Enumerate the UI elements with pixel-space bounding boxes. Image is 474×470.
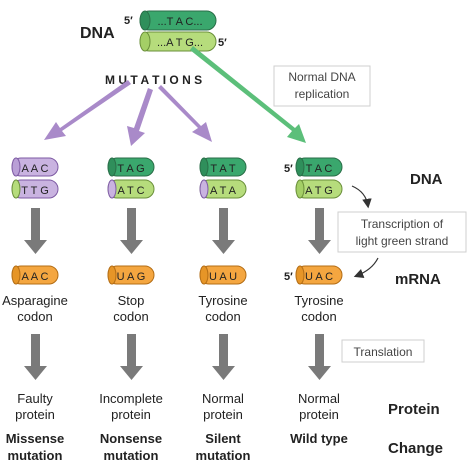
top-dna-strand-dark: ...T A C...: [139, 10, 217, 31]
column-4-change-line1: Wild type: [290, 431, 348, 446]
transcription-curve-arrow-2: [353, 257, 379, 278]
normal-replication-box: Normal DNA replication: [273, 65, 371, 107]
column-1-protein-line2: protein: [15, 407, 55, 422]
column-2-codon-line2: codon: [113, 309, 148, 324]
column-2-mrna: U A G: [107, 265, 155, 285]
column-3-change-line1: Silent: [205, 431, 241, 446]
column-3-protein-line2: protein: [203, 407, 243, 422]
row-label-mrna: mRNA: [395, 271, 441, 288]
column-4-mrna: 5′ U A C: [284, 265, 343, 285]
column-4-prime5: 5′: [284, 163, 293, 175]
column-4-codon-line1: Tyrosine: [294, 293, 343, 308]
mutation-arrows: [44, 80, 212, 146]
column-4-mrna-prime5: 5′: [284, 271, 293, 283]
codon-labels: Asparagine codon Stop codon Tyrosine cod…: [2, 293, 343, 324]
column-3-dna-top: T A T: [210, 163, 236, 175]
column-4-codon-line2: codon: [301, 309, 336, 324]
row-label-change: Change: [388, 440, 443, 457]
column-3-change-line2: mutation: [196, 448, 251, 463]
transcription-line2: light green strand: [356, 234, 449, 248]
column-3-mrna: U A U: [199, 265, 247, 285]
top-strand-top-text: ...T A C...: [157, 16, 202, 28]
column-1-change-line1: Missense: [6, 431, 65, 446]
column-1-mrna: A A C: [11, 265, 59, 285]
column-2-change-line2: mutation: [104, 448, 159, 463]
replication-arrow: [190, 46, 306, 143]
column-3-codon-line2: codon: [205, 309, 240, 324]
column-1-codon-line2: codon: [17, 309, 52, 324]
column-2-mrna-text: U A G: [117, 271, 146, 283]
column-4-protein-line1: Normal: [298, 391, 340, 406]
top-prime5-bottom-label: 5′: [218, 37, 227, 49]
column-4-dna-bottom: A T G: [305, 185, 333, 197]
row-label-dna: DNA: [410, 171, 443, 188]
top-prime5-label: 5′: [124, 15, 133, 27]
column-4-mrna-text: U A C: [305, 271, 333, 283]
normal-replication-line2: replication: [295, 87, 350, 101]
mutation-arrow-3: [158, 85, 212, 142]
column-3-mrna-text: U A U: [209, 271, 237, 283]
mutation-arrow-1: [44, 80, 131, 140]
top-dna-strand-light: ...A T G...: [139, 31, 217, 52]
column-4-dna: 5′ T A C A T G: [284, 157, 343, 199]
column-1-dna-bottom: T T G: [21, 185, 49, 197]
column-2-dna: T A G A T C: [107, 157, 155, 199]
column-3-dna-bottom: A T A: [210, 185, 237, 197]
transcription-line1: Transcription of: [361, 217, 444, 231]
column-4-dna-top: T A C: [306, 163, 333, 175]
column-2-dna-bottom: A T C: [117, 185, 144, 197]
column-2-protein-line1: Incomplete: [99, 391, 163, 406]
column-2-change-line1: Nonsense: [100, 431, 162, 446]
translation-box: Translation: [341, 339, 425, 363]
column-1-codon-line1: Asparagine: [2, 293, 68, 308]
transcription-box: Transcription of light green strand: [337, 211, 467, 253]
normal-replication-line1: Normal DNA: [288, 70, 355, 84]
change-labels: Missense mutation Nonsense mutation Sile…: [6, 431, 348, 463]
column-3-codon-line1: Tyrosine: [198, 293, 247, 308]
column-2-protein-line2: protein: [111, 407, 151, 422]
mutations-label: M U T A T I O N S: [105, 73, 202, 87]
transcription-curve-arrow-1: [351, 185, 372, 209]
translation-label: Translation: [354, 345, 413, 359]
column-1-mrna-text: A A C: [22, 271, 49, 283]
top-dna-label: DNA: [80, 25, 115, 42]
column-4-protein-line2: protein: [299, 407, 339, 422]
row-label-protein: Protein: [388, 401, 440, 418]
column-3-protein-line1: Normal: [202, 391, 244, 406]
column-1-protein-line1: Faulty: [17, 391, 53, 406]
mutation-arrow-2: [127, 88, 153, 146]
column-1-dna-top: A A C: [22, 163, 49, 175]
column-1-change-line2: mutation: [8, 448, 63, 463]
gray-arrows-row2: [24, 334, 331, 380]
top-strand-bottom-text: ...A T G...: [157, 37, 203, 49]
column-2-dna-top: T A G: [117, 163, 144, 175]
column-1-dna: A A C T T G: [11, 157, 59, 199]
gray-arrows-row1: [24, 208, 331, 254]
protein-labels: Faulty protein Incomplete protein Normal…: [15, 391, 340, 422]
column-3-dna: T A T A T A: [199, 157, 247, 199]
column-2-codon-line1: Stop: [118, 293, 145, 308]
